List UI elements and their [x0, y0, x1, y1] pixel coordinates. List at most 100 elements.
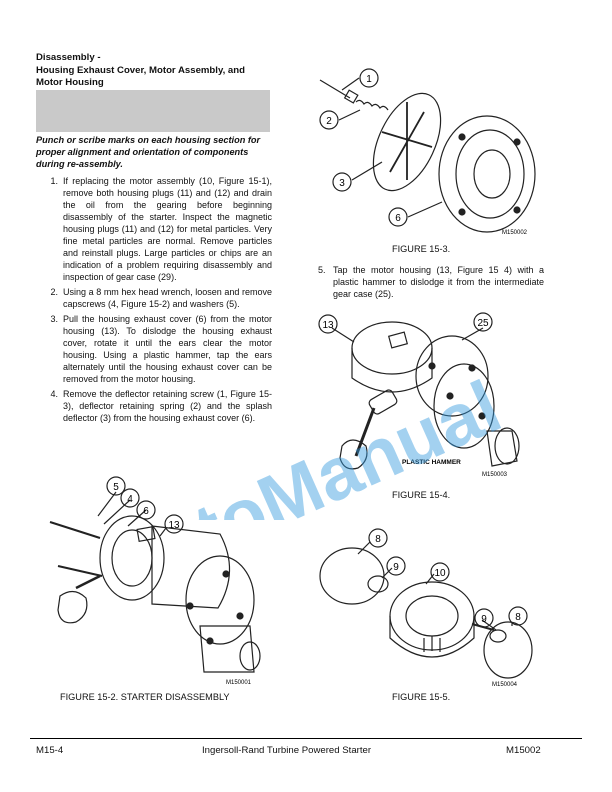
housing-plate	[387, 331, 409, 349]
callout-circle	[430, 562, 450, 582]
heading-line-1: Disassembly -	[36, 52, 101, 63]
figure-15-4-illustration: 13 25 PLASTIC HAMMER M150003	[318, 312, 520, 478]
hand-sketch	[57, 590, 88, 624]
exhaust-cover	[99, 515, 165, 601]
footer-doc-code: M15002	[506, 745, 541, 756]
gray-placeholder-box	[36, 90, 270, 132]
steps-list: 1. If replacing the motor assembly (10, …	[40, 175, 272, 427]
housing-plate	[136, 526, 156, 542]
exhaust-cover-bore	[473, 149, 511, 199]
footer-page-number: M15-4	[36, 745, 64, 756]
hex-wrench	[75, 574, 101, 590]
step-item: 1. If replacing the motor assembly (10, …	[40, 175, 272, 283]
plastic-hammer-handle	[354, 407, 376, 457]
drive-pinion	[494, 427, 520, 465]
deflector-ribs	[381, 102, 433, 180]
figure-15-5-caption: FIGURE 15-5.	[392, 692, 451, 702]
gear-case	[185, 555, 255, 645]
figure-15-4-caption: FIGURE 15-4.	[392, 490, 451, 500]
step-item: 5. Tap the motor housing (13, Figure 15 …	[318, 264, 544, 300]
o-ring-small	[367, 575, 389, 593]
callout-label: 10	[434, 568, 446, 579]
plastic-hammer-label: PLASTIC HAMMER	[402, 459, 461, 466]
callout-circle	[388, 207, 408, 227]
plastic-hammer-head	[368, 389, 398, 415]
callout-circle	[359, 68, 379, 88]
capscrew	[57, 565, 103, 577]
step-number: 2.	[50, 287, 58, 297]
heading-line-2: Housing Exhaust Cover, Motor Assembly, a…	[36, 64, 245, 76]
step-number: 4.	[50, 389, 58, 399]
callout-circle	[332, 172, 352, 192]
step-item: 4. Remove the deflector retaining screw …	[40, 388, 272, 424]
footer-title: Ingersoll-Rand Turbine Powered Starter	[202, 745, 372, 756]
callout-label: 9	[481, 614, 487, 625]
o-ring-large	[483, 621, 533, 679]
figure-code: M150001	[226, 680, 252, 686]
callout-circle	[136, 500, 156, 520]
step-text: Using a 8 mm hex head wrench, loosen and…	[63, 287, 272, 309]
drive-pinion	[239, 641, 261, 671]
figure-code: M150003	[482, 472, 508, 478]
heading-line-3: Motor Housing	[36, 77, 104, 88]
callout-circle	[106, 476, 126, 496]
section-heading: Disassembly - Housing Exhaust Cover, Mot…	[36, 52, 276, 90]
screw-head	[343, 89, 359, 104]
step-item: 2. Using a 8 mm hex head wrench, loosen …	[40, 286, 272, 310]
motor-assembly-rotor	[405, 595, 459, 637]
callout-circle	[120, 488, 140, 508]
step-text: Remove the deflector retaining screw (1,…	[63, 389, 272, 423]
callout-circle	[164, 514, 184, 534]
step-text: If replacing the motor assembly (10, Fig…	[63, 176, 272, 282]
motor-assembly-body	[389, 616, 475, 658]
callout-label: 4	[127, 494, 133, 505]
callout-label: 8	[375, 534, 381, 545]
step-item: 3. Pull the housing exhaust cover (6) fr…	[40, 313, 272, 385]
callout-label: 3	[339, 178, 345, 189]
figure-15-3-illustration: 1 2 3 6 M150002	[319, 68, 536, 236]
figure-15-5-illustration: 8 9 10 9 8 M150004	[319, 528, 533, 688]
callout-label: 8	[515, 612, 521, 623]
hand-sketch	[339, 439, 368, 470]
exhaust-cover-inner	[455, 129, 525, 219]
callout-circle	[474, 608, 494, 628]
figure-15-2-caption: FIGURE 15-2. STARTER DISASSEMBLY	[60, 692, 230, 702]
figure-15-2-illustration: 5 4 6 13 M150001	[49, 476, 261, 686]
callout-label: 6	[395, 213, 401, 224]
figure-code: M150004	[492, 682, 518, 688]
o-ring-small	[489, 629, 507, 643]
figure-code: M150002	[502, 230, 528, 236]
callout-circle	[319, 110, 339, 130]
figure-15-3-caption: FIGURE 15-3.	[392, 244, 451, 254]
callout-label: 6	[143, 506, 149, 517]
callout-label: 5	[113, 482, 119, 493]
exhaust-cover-inner	[111, 529, 153, 587]
callout-label: 25	[477, 318, 489, 329]
step-number: 3.	[50, 314, 58, 324]
callout-circle	[386, 556, 406, 576]
callout-label: 13	[322, 320, 334, 331]
callout-label: 9	[393, 562, 399, 573]
callout-label: 1	[366, 74, 372, 85]
capscrew	[49, 521, 101, 539]
caution-note: Punch or scribe marks on each housing se…	[36, 135, 261, 169]
callout-label: 13	[168, 520, 180, 531]
spring-coil	[355, 99, 389, 111]
gear-case-outer	[415, 335, 489, 417]
step-text: Pull the housing exhaust cover (6) from …	[63, 314, 272, 384]
gear-case-base	[199, 625, 255, 673]
callout-label: 2	[326, 116, 332, 127]
callout-circle	[473, 312, 493, 332]
step-text: Tap the motor housing (13, Figure 15 4) …	[333, 265, 544, 299]
callout-circle	[508, 606, 528, 626]
footer-rule	[30, 738, 582, 739]
step-number: 5.	[318, 265, 326, 275]
callout-circle	[368, 528, 388, 548]
step-number: 1.	[50, 176, 58, 186]
callout-circle	[318, 314, 338, 334]
exhaust-cover-outer	[438, 115, 536, 233]
pinion-shaft	[486, 430, 518, 467]
splash-deflector	[372, 92, 442, 192]
motor-housing-body	[351, 348, 433, 393]
rotor-blades	[423, 636, 441, 652]
